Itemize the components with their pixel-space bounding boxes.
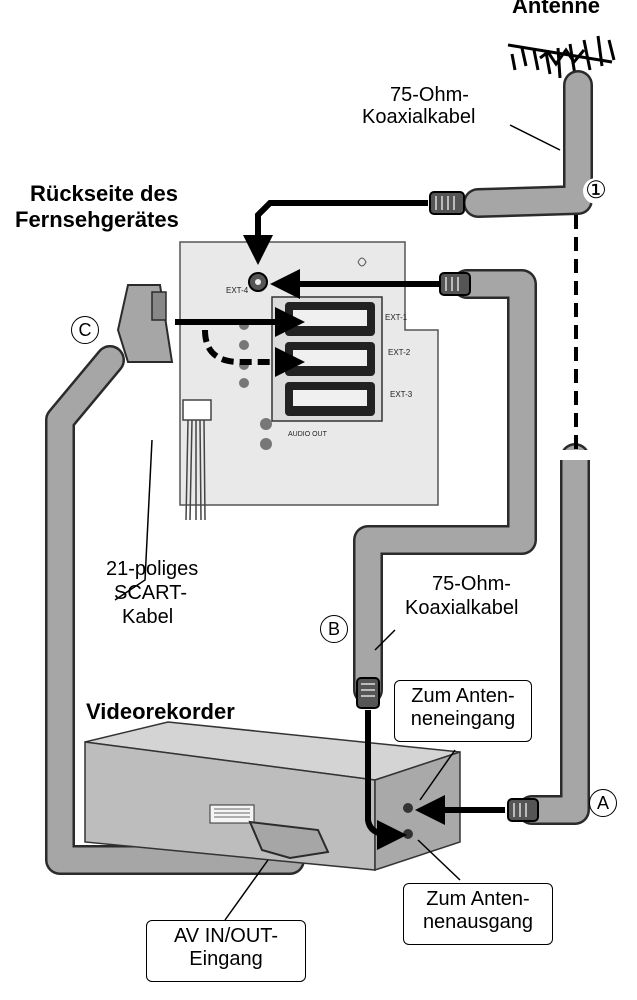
panel-label-audio-out: AUDIO OUT bbox=[288, 431, 327, 438]
antenna-plug-b-lower bbox=[356, 677, 380, 709]
antenna-plug-top bbox=[429, 191, 465, 215]
vcr-antenna-out bbox=[403, 829, 413, 839]
label-av-in-out-line2: Eingang bbox=[189, 948, 263, 970]
scart-plug-top bbox=[116, 284, 174, 363]
scart-socket-ext3 bbox=[285, 382, 375, 416]
leader-lines bbox=[114, 124, 561, 921]
cables bbox=[45, 70, 593, 875]
antenna-plug-a bbox=[507, 798, 539, 822]
marker-one: ① bbox=[583, 178, 609, 204]
label-zum-antenneneingang: Zum Anten- neneingang bbox=[394, 680, 532, 742]
arrow-to-tv-antenna bbox=[243, 200, 428, 265]
audio-out-jack bbox=[260, 418, 272, 430]
marker-b: B bbox=[320, 615, 348, 643]
label-av-in-out: AV IN/OUT- Eingang bbox=[146, 920, 306, 982]
label-zum-antennenausgang-line1: Zum Anten- bbox=[426, 888, 530, 910]
tv-back-panel bbox=[179, 241, 439, 521]
label-koax-mid-line2: Koaxialkabel bbox=[405, 597, 519, 619]
label-zum-antennenausgang: Zum Anten- nenausgang bbox=[403, 883, 553, 945]
scart-socket-ext2 bbox=[285, 342, 375, 376]
label-zum-antenneneingang-line2: neneingang bbox=[410, 708, 516, 730]
panel-label-ext1: EXT-1 bbox=[385, 313, 408, 322]
panel-label-ext2: EXT-2 bbox=[388, 348, 411, 357]
antenna-icon bbox=[507, 35, 616, 79]
antenna-plug-b-upper bbox=[439, 272, 471, 296]
label-videorekorder: Videorekorder bbox=[86, 699, 235, 724]
label-koax-top-line2: Koaxialkabel bbox=[362, 106, 476, 128]
scart-socket-ext1 bbox=[285, 302, 375, 336]
cable-bundle bbox=[182, 399, 212, 521]
arrow-vcr-out bbox=[365, 710, 407, 850]
label-scart-line3: Kabel bbox=[122, 606, 174, 628]
scart-plug-vcr bbox=[248, 820, 330, 860]
panel-label-ext4: EXT-4 bbox=[226, 286, 249, 295]
label-zum-antennenausgang-line2: nenausgang bbox=[422, 911, 534, 933]
coax-cable-antenna bbox=[463, 70, 593, 218]
label-koax-top-line1: 75-Ohm- bbox=[390, 84, 469, 106]
vcr-scart-socket bbox=[209, 804, 255, 824]
vcr-antenna-in bbox=[403, 803, 413, 813]
label-rueckseite-line1: Rückseite des bbox=[30, 181, 178, 206]
marker-c: C bbox=[71, 316, 99, 344]
label-koax-mid-line1: 75-Ohm- bbox=[432, 573, 511, 595]
panel-label-ext3: EXT-3 bbox=[390, 390, 413, 399]
label-scart-line1: 21-poliges bbox=[106, 558, 199, 580]
label-rueckseite-line2: Fernsehgerätes bbox=[15, 207, 179, 232]
arrow-scart-ext2-dashed bbox=[202, 329, 305, 377]
label-scart-line2: SCART- bbox=[114, 582, 187, 604]
label-av-in-out-line1: AV IN/OUT- bbox=[173, 925, 279, 947]
marker-a: A bbox=[589, 789, 617, 817]
arrows bbox=[175, 200, 505, 850]
label-antenne: Antenne bbox=[512, 0, 600, 18]
label-zum-antenneneingang-line1: Zum Anten- bbox=[411, 685, 515, 707]
